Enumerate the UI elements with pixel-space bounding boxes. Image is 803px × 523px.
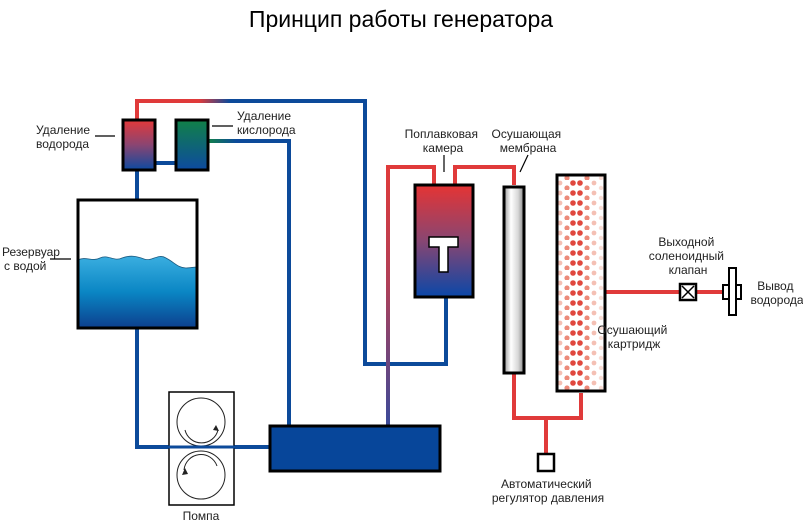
label-reservoir: Резервуар с водой [2, 245, 63, 273]
pump-arrow-ccw [183, 454, 218, 471]
label-float-chamber: Поплавковая камера [405, 127, 482, 155]
pipe-oxygen [208, 139, 291, 426]
hydrogen-removal-unit [121, 118, 157, 172]
solenoid-valve[interactable] [678, 282, 698, 302]
label-pressure-regulator: Автоматический регулятор давления [492, 477, 604, 505]
label-solenoid-valve: Выходной соленоидный клапан [649, 235, 728, 277]
pump-arrow-cw [184, 429, 219, 444]
electrolysis-tank [268, 424, 442, 473]
label-pump: Помпа [183, 509, 220, 523]
pump [137, 391, 271, 506]
float-t-symbol [428, 236, 459, 273]
oxygen-removal-unit [174, 118, 210, 172]
water-reservoir [76, 198, 199, 330]
drying-cartridge [555, 173, 607, 393]
label-hydrogen-removal: Удаление водорода [36, 123, 93, 151]
label-drying-membrane: Осушающая мембрана [491, 127, 564, 155]
label-hydrogen-outlet: Вывод водорода [750, 279, 803, 307]
label-oxygen-removal: Удаление кислорода [237, 109, 296, 137]
drying-membrane [502, 185, 526, 375]
leader-lines [50, 125, 529, 260]
pipe-float-membrane [453, 165, 516, 185]
pressure-regulator [536, 452, 556, 473]
hydrogen-outlet[interactable] [722, 267, 742, 316]
diagram-title: Принцип работы генератора [249, 6, 553, 32]
pipes [135, 99, 728, 454]
label-drying-cartridge: Осушающий картридж [597, 323, 670, 351]
float-chamber [413, 183, 475, 299]
pipe-red-return-top [388, 165, 436, 185]
pipe-float-bottom [365, 298, 448, 366]
water-level [77, 255, 198, 329]
